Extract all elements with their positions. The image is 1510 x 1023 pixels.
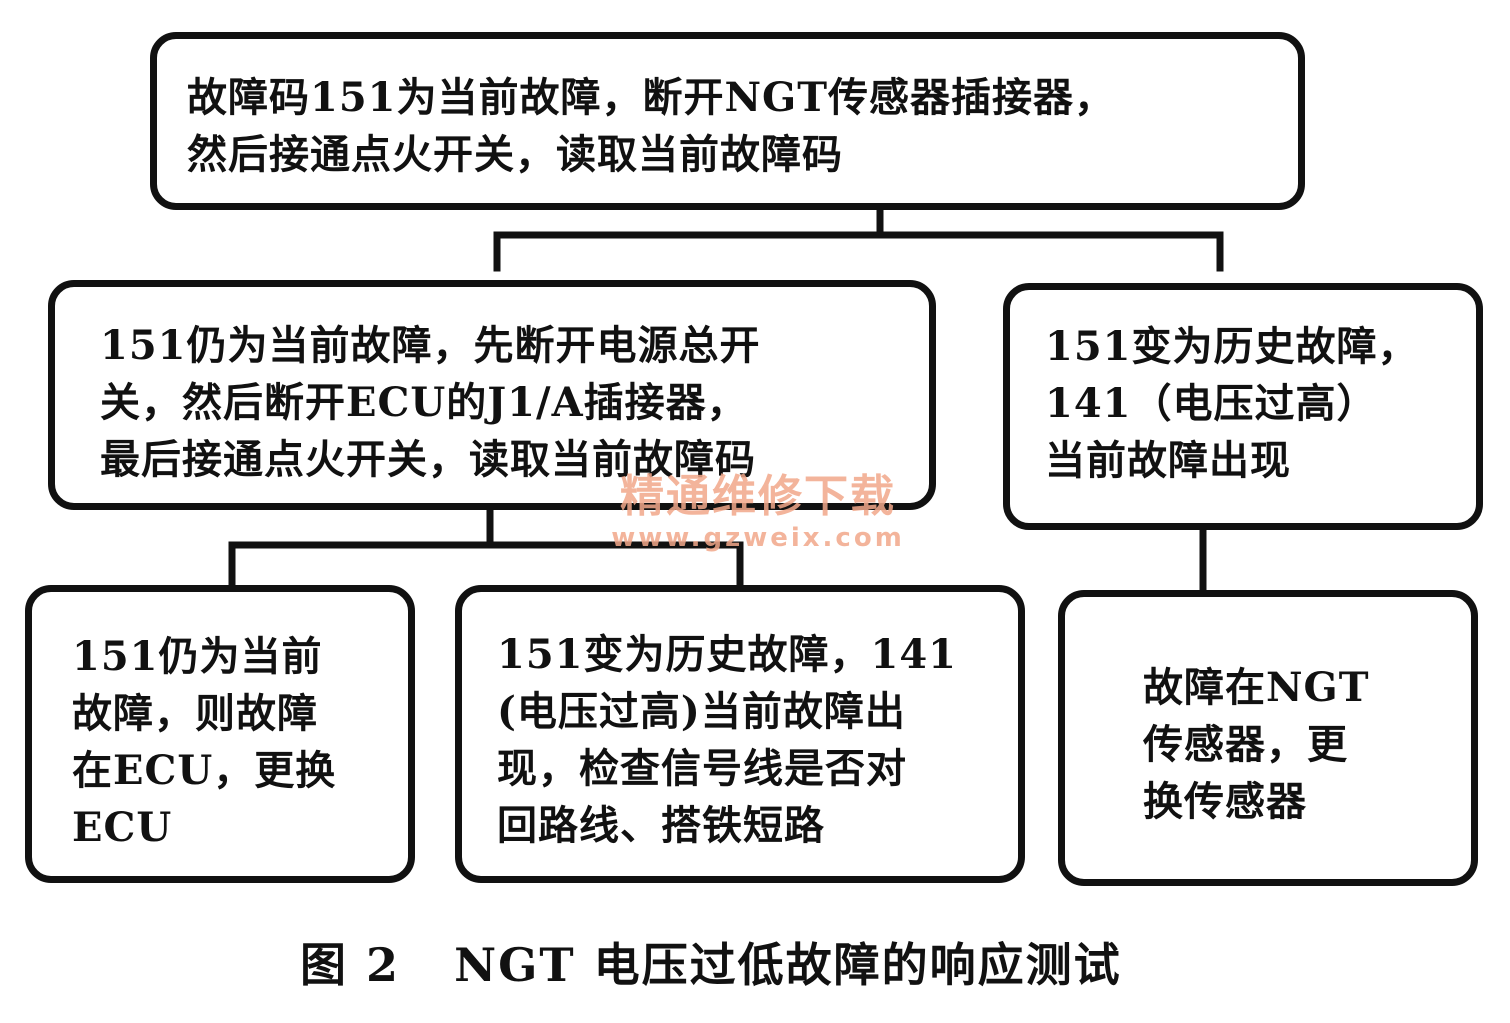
node-root: 故障码151为当前故障，断开NGT传感器插接器， 然后接通点火开关，读取当前故障…	[150, 32, 1305, 210]
node-bottom-mid: 151变为历史故障，141 (电压过高)当前故障出 现，检查信号线是否对 回路线…	[455, 585, 1025, 883]
node-bottom-left-text: 151仍为当前 故障，则故障 在ECU，更换 ECU	[72, 633, 337, 851]
edge-mid-left-to-bottom	[228, 506, 744, 586]
node-bottom-left: 151仍为当前 故障，则故障 在ECU，更换 ECU	[25, 585, 415, 883]
figure-caption: 图 2 NGT 电压过低故障的响应测试	[300, 938, 1122, 992]
node-bottom-right-text: 故障在NGT 传感器，更 换传感器	[1143, 664, 1370, 825]
watermark-title: 精通维修下载	[620, 471, 896, 522]
node-mid-right-text: 151变为历史故障， 141（电压过高） 当前故障出现	[1045, 323, 1419, 484]
node-mid-left-text: 151仍为当前故障，先断开电源总开 关，然后断开ECU的J1/A插接器， 最后接…	[100, 322, 761, 483]
node-bottom-mid-text: 151变为历史故障，141 (电压过高)当前故障出 现，检查信号线是否对 回路线…	[497, 631, 957, 849]
watermark: 精通维修下载 www.gzweix.com	[578, 470, 938, 552]
node-bottom-right: 故障在NGT 传感器，更 换传感器	[1058, 590, 1478, 886]
watermark-url: www.gzweix.com	[611, 523, 905, 553]
node-root-text: 故障码151为当前故障，断开NGT传感器插接器， 然后接通点火开关，读取当前故障…	[187, 74, 1115, 178]
edge-root-to-mid	[493, 206, 1224, 272]
node-mid-left: 151仍为当前故障，先断开电源总开 关，然后断开ECU的J1/A插接器， 最后接…	[48, 280, 936, 510]
node-mid-right: 151变为历史故障， 141（电压过高） 当前故障出现	[1003, 283, 1483, 530]
